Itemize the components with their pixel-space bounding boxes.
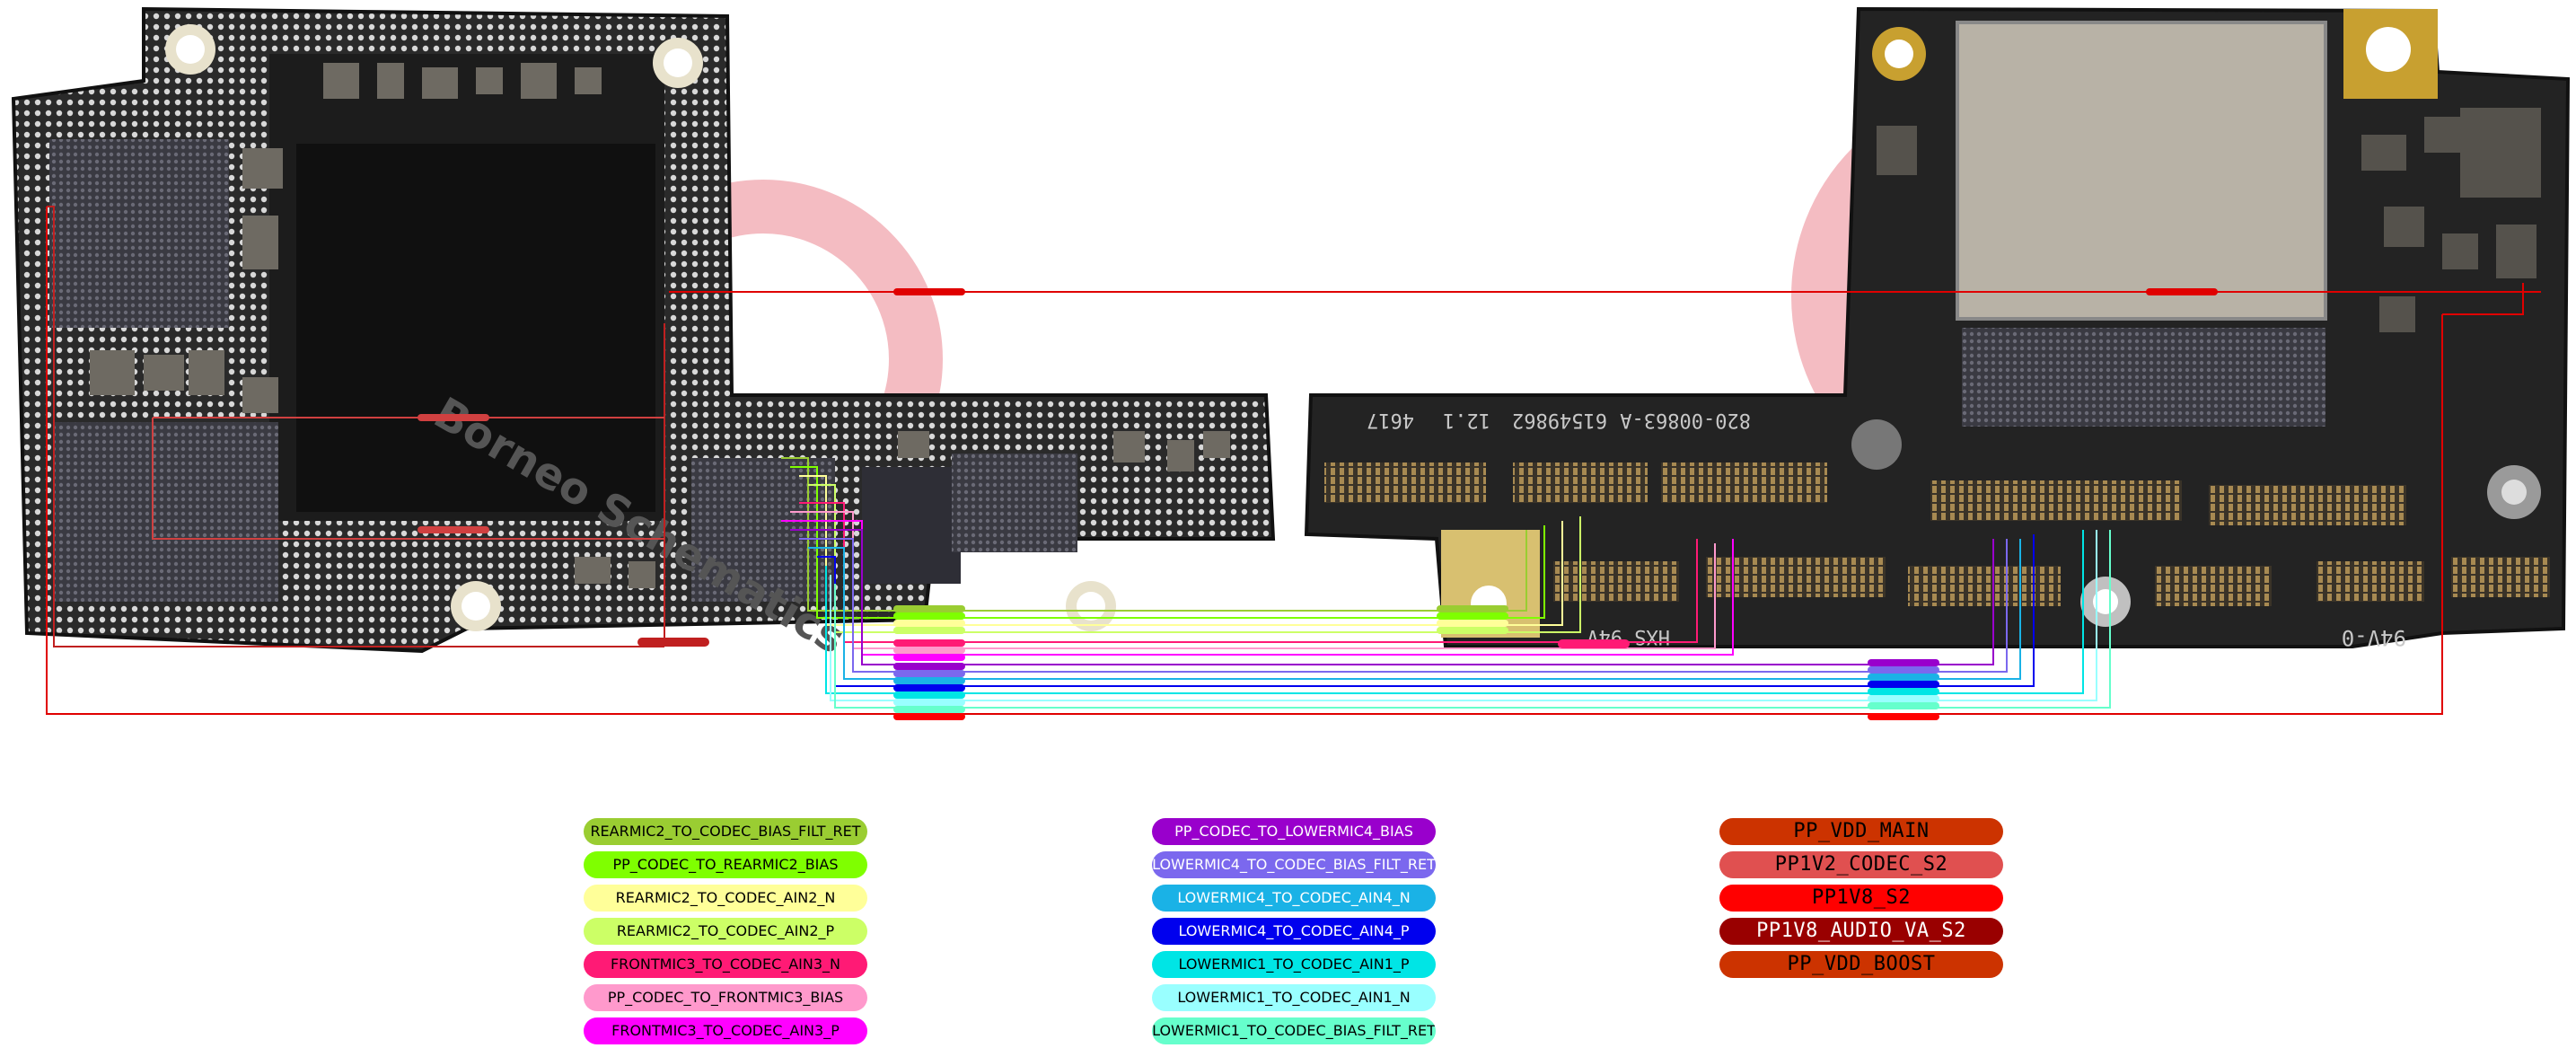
legend-frontmic3-to-codec-ain3-p: FRONTMIC3_TO_CODEC_AIN3_P — [584, 1017, 867, 1044]
legend-lowermic4-to-codec-bias-filt-ret: LOWERMIC4_TO_CODEC_BIAS_FILT_RET — [1152, 851, 1436, 878]
legend-rearmic2-to-codec-ain2-n: REARMIC2_TO_CODEC_AIN2_N — [584, 885, 867, 912]
right-logic-board: 4617 12.1 61549862 820-00863-A 94V-0 HXS… — [1304, 6, 2571, 650]
legend-rearmic2-to-codec-ain2-p: REARMIC2_TO_CODEC_AIN2_P — [584, 918, 867, 945]
legend-pp-vdd-main: PP_VDD_MAIN — [1719, 818, 2003, 845]
legend-pp1v2-codec-s2: PP1V2_CODEC_S2 — [1719, 851, 2003, 878]
legend-pp-codec-to-rearmic2-bias: PP_CODEC_TO_REARMIC2_BIAS — [584, 851, 867, 878]
legend-pp1v8-audio-va-s2: PP1V8_AUDIO_VA_S2 — [1719, 918, 2003, 945]
legend-rearmic2-to-codec-bias-filt-ret: REARMIC2_TO_CODEC_BIAS_FILT_RET — [584, 818, 867, 845]
legend-pp-codec-to-lowermic4-bias: PP_CODEC_TO_LOWERMIC4_BIAS — [1152, 818, 1436, 845]
legend-pp-codec-to-frontmic3-bias: PP_CODEC_TO_FRONTMIC3_BIAS — [584, 984, 867, 1011]
trace-tags — [418, 288, 2218, 720]
left-logic-board: Borneo Schematics — [11, 6, 1276, 665]
legend-lowermic4-to-codec-ain4-p: LOWERMIC4_TO_CODEC_AIN4_P — [1152, 918, 1436, 945]
board-silk-part-number: 820-00863-A — [1620, 409, 1751, 431]
board-silk-94v0: 94V-0 — [2342, 625, 2406, 650]
legend-frontmic3-to-codec-ain3-n: FRONTMIC3_TO_CODEC_AIN3_N — [584, 951, 867, 978]
legend-lowermic1-to-codec-ain1-n: LOWERMIC1_TO_CODEC_AIN1_N — [1152, 984, 1436, 1011]
board-silk-12-1: 12.1 — [1443, 409, 1490, 431]
legend-lowermic1-to-codec-bias-filt-ret: LOWERMIC1_TO_CODEC_BIAS_FILT_RET — [1152, 1017, 1436, 1044]
legend-pp1v8-s2: PP1V8_S2 — [1719, 885, 2003, 912]
board-silk-61549862: 61549862 — [1512, 409, 1607, 431]
legend-lowermic1-to-codec-ain1-p: LOWERMIC1_TO_CODEC_AIN1_P — [1152, 951, 1436, 978]
board-silk-4617: 4617 — [1367, 409, 1414, 431]
net-trace-overlay — [46, 206, 2541, 715]
legend-lowermic4-to-codec-ain4-n: LOWERMIC4_TO_CODEC_AIN4_N — [1152, 885, 1436, 912]
legend-pp-vdd-boost: PP_VDD_BOOST — [1719, 951, 2003, 978]
